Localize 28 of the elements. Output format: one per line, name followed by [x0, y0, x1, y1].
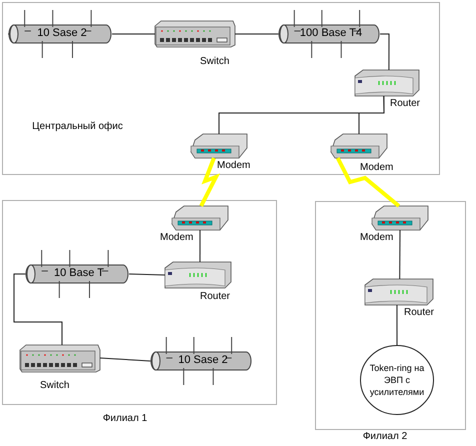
device-label: Router — [200, 291, 230, 303]
group-label: Центральный офис — [31, 121, 124, 133]
device-label: Switch — [200, 56, 230, 68]
device-label: Modem — [360, 162, 394, 174]
device-label: Router — [404, 307, 434, 319]
connector-line — [14, 274, 62, 346]
connector-line — [358, 96, 384, 134]
connector-line — [128, 274, 166, 276]
lightning-link — [199, 157, 220, 207]
device-label: Modem — [217, 160, 250, 172]
connector-line — [396, 304, 398, 346]
node-label: Token-ring на ЭВП с усилителями — [368, 362, 426, 399]
cable-label: 10 Base T — [53, 267, 105, 279]
device-label: Switch — [40, 380, 70, 392]
device-label: Modem — [160, 232, 194, 244]
connector-line — [100, 357, 150, 362]
connector-line — [399, 230, 400, 280]
lightning-link — [336, 157, 400, 208]
group-label: Филиал 2 — [362, 431, 408, 443]
cable-label: 10 Sase 2 — [36, 27, 88, 39]
device-label: Router — [390, 98, 420, 110]
group-box — [2, 2, 440, 175]
device-label: Modem — [360, 232, 394, 244]
cable-label: 100 Base T4 — [298, 27, 364, 39]
cable-label: 10 Sase 2 — [177, 354, 229, 366]
connector-line — [199, 230, 200, 262]
group-label: Филиал 1 — [102, 413, 148, 425]
connector-line — [380, 34, 390, 70]
